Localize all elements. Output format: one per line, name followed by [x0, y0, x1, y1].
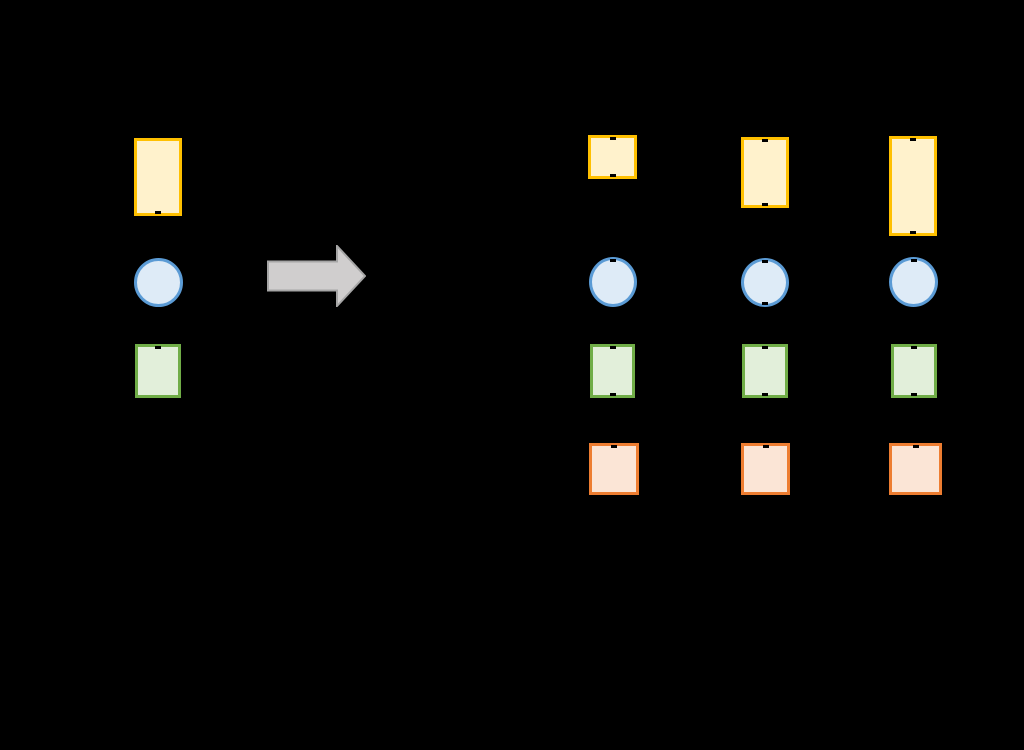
input-yellow-rectangle	[134, 138, 182, 216]
anchor-tick	[910, 138, 916, 141]
anchor-tick	[609, 393, 616, 396]
output2-blue-circle	[741, 258, 789, 307]
anchor-tick	[762, 260, 768, 263]
anchor-tick	[155, 211, 161, 214]
anchor-tick	[155, 346, 161, 349]
output1-yellow-rectangle	[588, 135, 637, 179]
output2-orange-square	[741, 443, 790, 495]
input-green-square	[135, 344, 181, 398]
output3-yellow-rectangle	[889, 136, 937, 236]
anchor-tick	[910, 231, 916, 234]
output1-green-square	[590, 344, 635, 398]
output3-blue-circle	[889, 257, 938, 307]
anchor-tick	[611, 445, 617, 448]
anchor-tick	[911, 393, 917, 396]
anchor-tick	[609, 346, 616, 349]
output2-yellow-rectangle	[741, 137, 789, 208]
output1-orange-square	[589, 443, 639, 495]
anchor-tick	[762, 139, 768, 142]
anchor-tick	[762, 445, 769, 448]
anchor-tick	[911, 346, 917, 349]
anchor-tick	[762, 302, 768, 305]
output3-green-square	[891, 344, 937, 398]
anchor-tick	[762, 346, 768, 349]
output3-orange-square	[889, 443, 942, 495]
anchor-tick	[609, 174, 616, 177]
anchor-tick	[609, 137, 616, 140]
output1-blue-circle	[589, 257, 637, 307]
anchor-tick	[912, 445, 919, 448]
transform-arrow	[267, 245, 366, 307]
anchor-tick	[762, 203, 768, 206]
anchor-tick	[910, 259, 917, 262]
anchor-tick	[762, 393, 768, 396]
output2-green-square	[742, 344, 788, 398]
anchor-tick	[610, 259, 616, 262]
input-blue-circle	[134, 258, 183, 307]
right-arrow-icon	[267, 245, 366, 307]
